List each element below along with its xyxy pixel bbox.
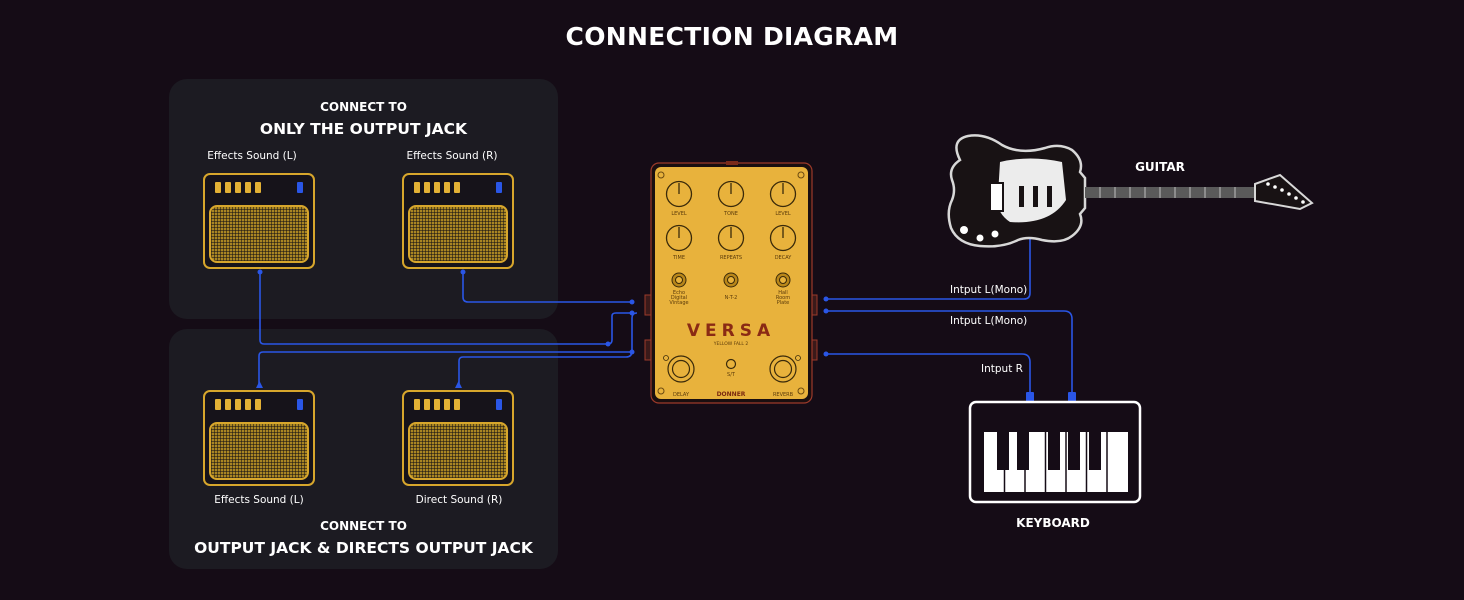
switch-left-label-1: Echo [673,290,685,296]
knob-label-tone: TONE [723,211,738,217]
knob-label-level-2: LEVEL [775,211,791,217]
amp-speaker-grill [408,422,508,480]
footswitch-reverb-label: REVERB [773,392,794,398]
amp-led [297,399,303,410]
keyboard [968,400,1142,504]
switch-right-label-1: Hall [778,290,788,296]
pedal-maker: DONNER [717,391,746,398]
amp-bottom-right-label: Direct Sound (R) [415,494,503,506]
amp-led [297,182,303,193]
pedal-brand: VERSA [687,321,775,341]
switch-right-label-3: Plate [777,300,790,306]
cable-amp-bottom-left [258,351,632,388]
panel-bottom-subheading: CONNECT TO [320,519,407,533]
amp-knobs [215,182,261,193]
cable-amp-top-right [462,272,632,303]
panel-top-heading: ONLY THE OUTPUT JACK [259,120,468,138]
versa-pedal: LEVEL TONE LEVEL TIME REPEATS DECAY Echo… [644,161,818,404]
knob-label-repeats: REPEATS [720,255,742,261]
amp-direct-right-bottom [402,390,514,486]
amp-top-left-label: Effects Sound (L) [207,150,297,162]
cable-keyboard-right [826,353,1031,393]
knob-label-level-1: LEVEL [671,211,687,217]
cable-guitar [826,238,1031,300]
tap-switch-label: S/T [727,372,736,378]
guitar-input-label: Intput L(Mono) [950,284,1028,296]
cable-amp-bottom-right [458,312,638,388]
amp-effects-left-bottom [203,390,315,486]
cable-keyboard-left [826,310,1073,393]
keyboard-input-l-label: Intput L(Mono) [950,315,1028,327]
amp-effects-right-top [402,173,514,269]
panel-bottom-heading: OUTPUT JACK & DIRECTS OUTPUT JACK [194,539,533,557]
amp-effects-left-top [203,173,315,269]
amp-knobs [215,399,261,410]
knob-label-time: TIME [672,255,685,261]
guitar [947,134,1314,248]
knob-label-decay: DECAY [775,255,793,261]
pedal-model: YELLOW FALL 2 [713,341,749,347]
diagram-title: CONNECTION DIAGRAM [565,22,899,51]
panel-top-subheading: CONNECT TO [320,100,407,114]
keyboard-input-r-label: Intput R [981,363,1023,375]
switch-right-label-2: Room [776,295,790,301]
amp-speaker-grill [408,205,508,263]
amp-speaker-grill [209,205,309,263]
amp-speaker-grill [209,422,309,480]
switch-middle-label: N-T-2 [725,295,738,301]
amp-knobs [414,182,460,193]
cable-amp-top-left [259,272,608,345]
switch-left-label-2: Digital [671,295,687,301]
cable-amp-top-left-tail [607,312,632,345]
amp-knobs [414,399,460,410]
guitar-label: GUITAR [1135,160,1185,174]
keyboard-label: KEYBOARD [1016,516,1090,530]
amp-bottom-left-label: Effects Sound (L) [214,494,304,506]
footswitch-delay-label: DELAY [673,392,690,398]
amp-led [496,399,502,410]
amp-led [496,182,502,193]
switch-left-label-3: Vintage [669,300,688,306]
amp-top-right-label: Effects Sound (R) [406,150,498,162]
